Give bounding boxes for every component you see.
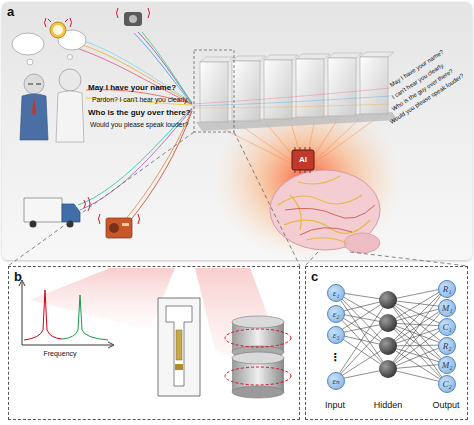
neuron-label: R₂ (443, 342, 452, 351)
sensor-frame (158, 298, 200, 396)
panel-letter: b (14, 269, 22, 284)
speech-text: May I have your name? (88, 84, 176, 92)
neuron-label: ε₁ (333, 289, 340, 298)
highlight-wedge (30, 268, 175, 330)
proof-mass (175, 364, 183, 370)
ellipsis-mark: ⋮ (330, 352, 341, 363)
output-neuron: R₁ (438, 280, 456, 298)
output-neuron: M₂ (438, 356, 456, 374)
input-neuron: εₙ (327, 372, 345, 390)
hidden-neuron (379, 337, 397, 355)
speech-text: Pardon? I can't hear you clearly. (92, 97, 189, 104)
neuron-label: C₁ (442, 323, 451, 332)
airflow-loop (225, 329, 291, 347)
airflow-loop (225, 367, 291, 385)
input-neuron: ε₃ (327, 326, 345, 344)
resonance-peak (62, 295, 108, 340)
speech-text: Would you please speak louder? (90, 122, 189, 129)
layer-label: Input (325, 401, 345, 410)
cylinder-top (232, 316, 284, 328)
cylinder-slit (232, 346, 284, 358)
cylinder-bottom (232, 386, 284, 398)
output-neuron: C₁ (438, 318, 456, 336)
hidden-neuron (379, 291, 397, 309)
cylinder-body (232, 358, 284, 392)
neuron-label: ε₃ (333, 331, 340, 340)
panel-b: b (8, 266, 300, 420)
highlight-wedge (195, 268, 292, 380)
neuron-label: R₁ (443, 285, 452, 294)
neuron-label: C₂ (442, 380, 451, 389)
panel-c: c ε₁ ε₂ ε₃ εₙ R₁ M₁ C₁ R₂ M₂ C₂ (305, 266, 468, 420)
panel-letter: c (311, 269, 318, 284)
layer-label: Output (432, 401, 459, 410)
input-neuron: ε₁ (327, 284, 345, 302)
neuron-label: M₂ (442, 361, 453, 370)
resonance-peak (24, 290, 62, 340)
network-weights (335, 288, 446, 383)
cantilever (166, 306, 192, 386)
panel-a: a (2, 2, 472, 260)
neuron-label: ε₂ (333, 310, 340, 319)
input-neuron: ε₂ (327, 305, 345, 323)
panel-letter: a (7, 4, 14, 19)
neuron-label: M₁ (442, 304, 453, 313)
hidden-neuron (379, 314, 397, 332)
piezo-strip (176, 330, 182, 360)
layer-label: Hidden (374, 401, 403, 410)
hidden-neuron (379, 360, 397, 378)
axis-label: Frequency (43, 350, 76, 357)
graph-axes (22, 282, 112, 345)
output-neuron: M₁ (438, 299, 456, 317)
cylinder-body (232, 322, 284, 352)
neuron-label: εₙ (332, 377, 339, 386)
axis-arrows (19, 280, 114, 348)
cylinder-top (232, 352, 284, 364)
output-neuron: R₂ (438, 337, 456, 355)
chip-label: AI (299, 156, 307, 164)
output-neuron: C₂ (438, 375, 456, 393)
speech-text: Who is the guy over there? (88, 109, 191, 117)
